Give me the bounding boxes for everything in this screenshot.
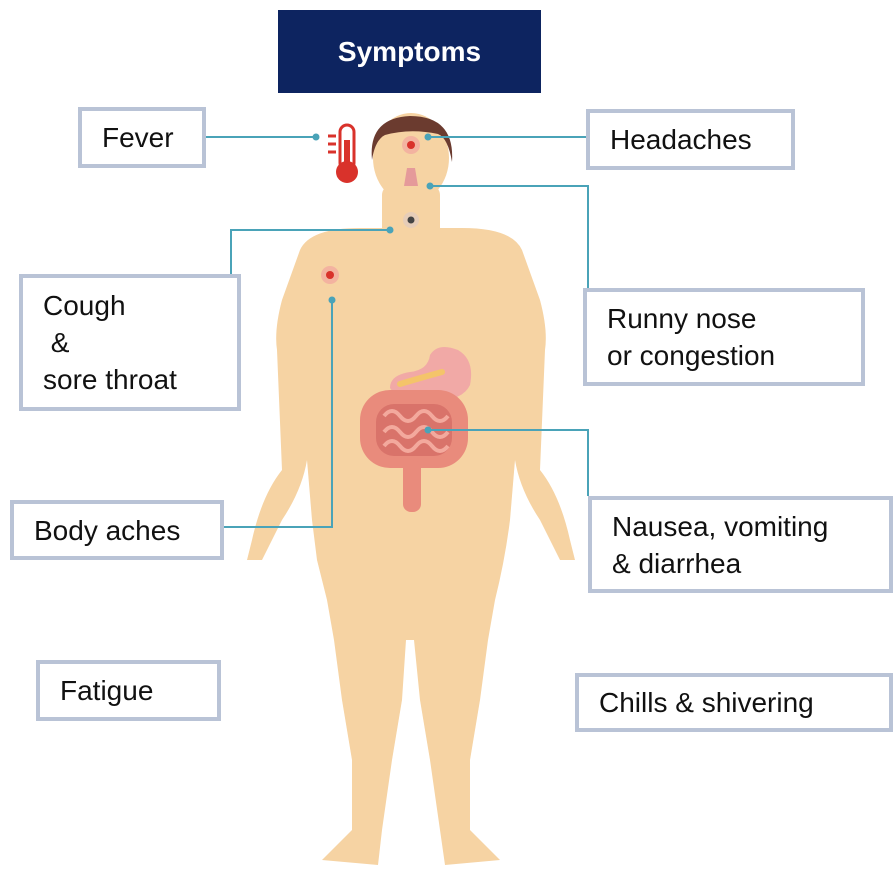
cough-sore-throat-label-text: Cough & sore throat <box>43 287 177 398</box>
headaches-label: Headaches <box>586 109 795 170</box>
nausea-label: Nausea, vomiting & diarrhea <box>588 496 893 593</box>
headaches-label-text: Headaches <box>610 121 752 158</box>
throat-marker-icon <box>403 212 419 228</box>
thermometer-icon <box>328 125 358 183</box>
runny-nose-label-text: Runny nose or congestion <box>607 300 775 374</box>
chest-marker-icon <box>321 266 339 284</box>
fatigue-label-text: Fatigue <box>60 672 153 709</box>
nausea-label-text: Nausea, vomiting & diarrhea <box>612 508 828 582</box>
page-title-text: Symptoms <box>338 36 481 68</box>
fever-label: Fever <box>78 107 206 168</box>
chills-label-text: Chills & shivering <box>599 684 814 721</box>
cough-sore-throat-label: Cough & sore throat <box>19 274 241 411</box>
runny-nose-label: Runny nose or congestion <box>583 288 865 386</box>
chills-label: Chills & shivering <box>575 673 893 732</box>
pain-marker-icon <box>402 136 420 154</box>
body-aches-label-text: Body aches <box>34 512 180 549</box>
body-aches-label: Body aches <box>10 500 224 560</box>
fever-label-text: Fever <box>102 119 174 156</box>
fatigue-label: Fatigue <box>36 660 221 721</box>
page-title: Symptoms <box>278 10 541 93</box>
